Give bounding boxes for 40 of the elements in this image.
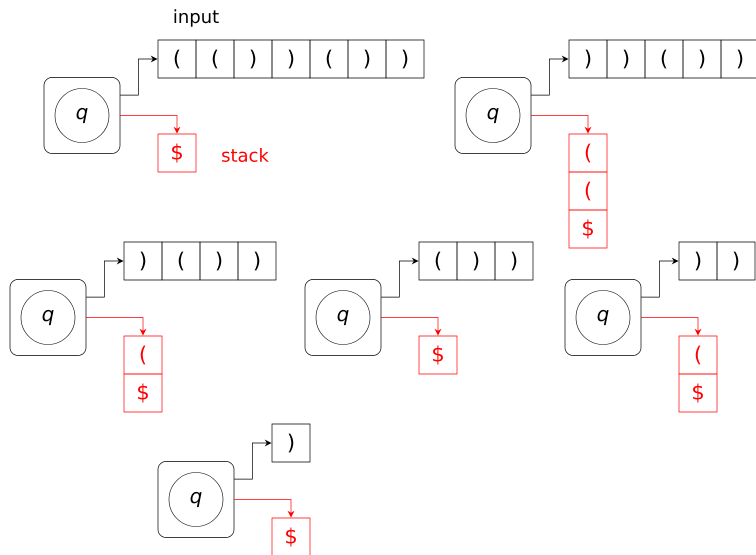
tape-cell: ( [644, 40, 684, 78]
machine-box [304, 279, 382, 356]
tape-cell: ) [568, 40, 608, 78]
stack-cell: $ [272, 518, 310, 555]
tape-cell: ) [386, 40, 424, 78]
machine-box [564, 279, 642, 356]
tape-cell: ) [272, 424, 310, 462]
machine-box [158, 461, 234, 538]
label-text: input [174, 9, 219, 27]
stack-cell: $ [678, 374, 718, 412]
tape-cell: ( [196, 40, 234, 78]
machine-box [44, 77, 120, 154]
tape-cell: ) [716, 242, 756, 280]
tape-cell: ) [720, 40, 756, 78]
stack-cell: $ [568, 210, 608, 248]
tape-cell: ) [124, 242, 162, 280]
tape-cell: ) [456, 242, 496, 280]
label-text: stack [222, 148, 269, 162]
tape-cell: ( [158, 40, 196, 78]
stack-cell: ( [124, 336, 162, 374]
stack-cell: $ [418, 336, 458, 374]
stack-cell: $ [158, 134, 196, 172]
tape-cell: ) [494, 242, 534, 280]
tape-cell: ( [418, 242, 458, 280]
stack-cell: ( [678, 336, 718, 374]
tape-cell: ) [348, 40, 386, 78]
tape-cell: ) [678, 242, 718, 280]
machine-box [454, 77, 532, 154]
tape-cell: ) [238, 242, 276, 280]
stack-cell: $ [124, 374, 162, 412]
tape-cell: ( [162, 242, 200, 280]
stack-cell: ( [568, 172, 608, 210]
tape-cell: ) [234, 40, 272, 78]
stack-cell: ( [568, 134, 608, 172]
tape-cell: ) [682, 40, 722, 78]
tape-cell: ( [310, 40, 348, 78]
tape-cell: ) [272, 40, 310, 78]
tape-cell: ) [606, 40, 646, 78]
machine-box [10, 279, 86, 356]
tape-cell: ) [200, 242, 238, 280]
